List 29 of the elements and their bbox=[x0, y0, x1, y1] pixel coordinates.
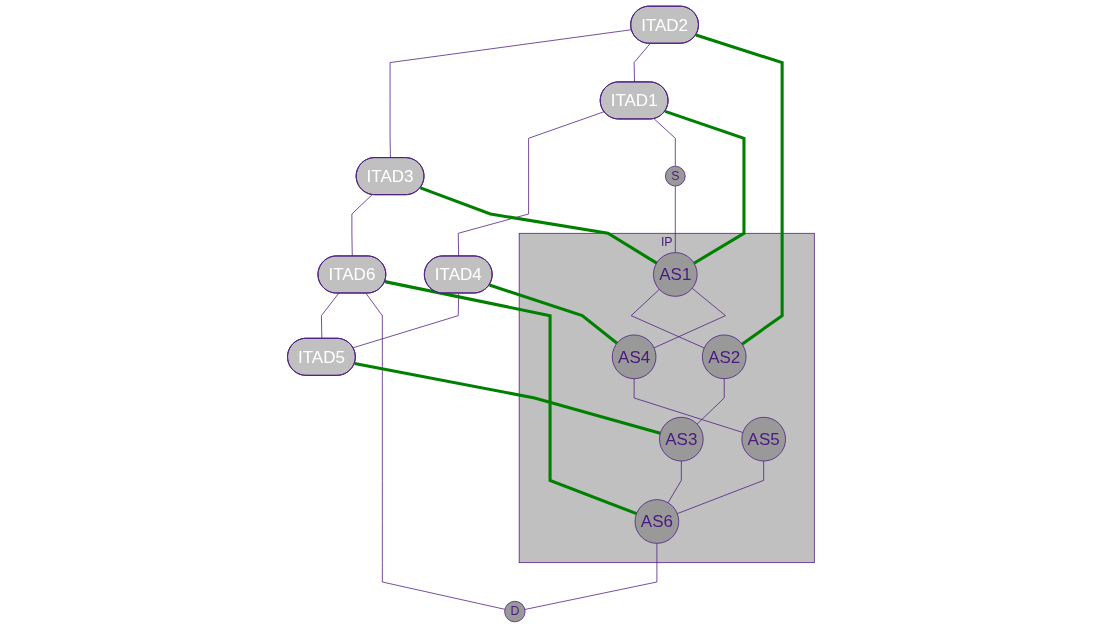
node-circle: D bbox=[504, 600, 526, 623]
connector bbox=[524, 542, 658, 610]
connector bbox=[384, 280, 638, 516]
node-circle: AS4 bbox=[611, 334, 657, 380]
node-circle: AS2 bbox=[702, 334, 747, 380]
connector bbox=[420, 186, 658, 265]
connector bbox=[321, 293, 339, 340]
node-circle: AS5 bbox=[741, 416, 786, 462]
connector bbox=[389, 29, 633, 159]
connector bbox=[489, 283, 619, 345]
connector bbox=[354, 362, 661, 435]
connector bbox=[630, 289, 705, 349]
connector bbox=[351, 194, 373, 257]
connector bbox=[457, 111, 605, 257]
connector bbox=[696, 378, 725, 425]
connector bbox=[633, 378, 744, 433]
connector bbox=[633, 43, 651, 83]
node-circle: AS3 bbox=[659, 416, 704, 462]
connector bbox=[695, 33, 784, 346]
connector bbox=[365, 293, 506, 610]
node-circle: AS6 bbox=[634, 499, 680, 544]
connector bbox=[667, 460, 682, 504]
node-circle: AS1 bbox=[653, 252, 698, 297]
connector bbox=[676, 460, 765, 515]
connector bbox=[653, 287, 726, 349]
node-circle: S bbox=[665, 165, 686, 187]
connector bbox=[352, 293, 460, 349]
connector bbox=[653, 118, 676, 167]
connector bbox=[674, 185, 676, 253]
